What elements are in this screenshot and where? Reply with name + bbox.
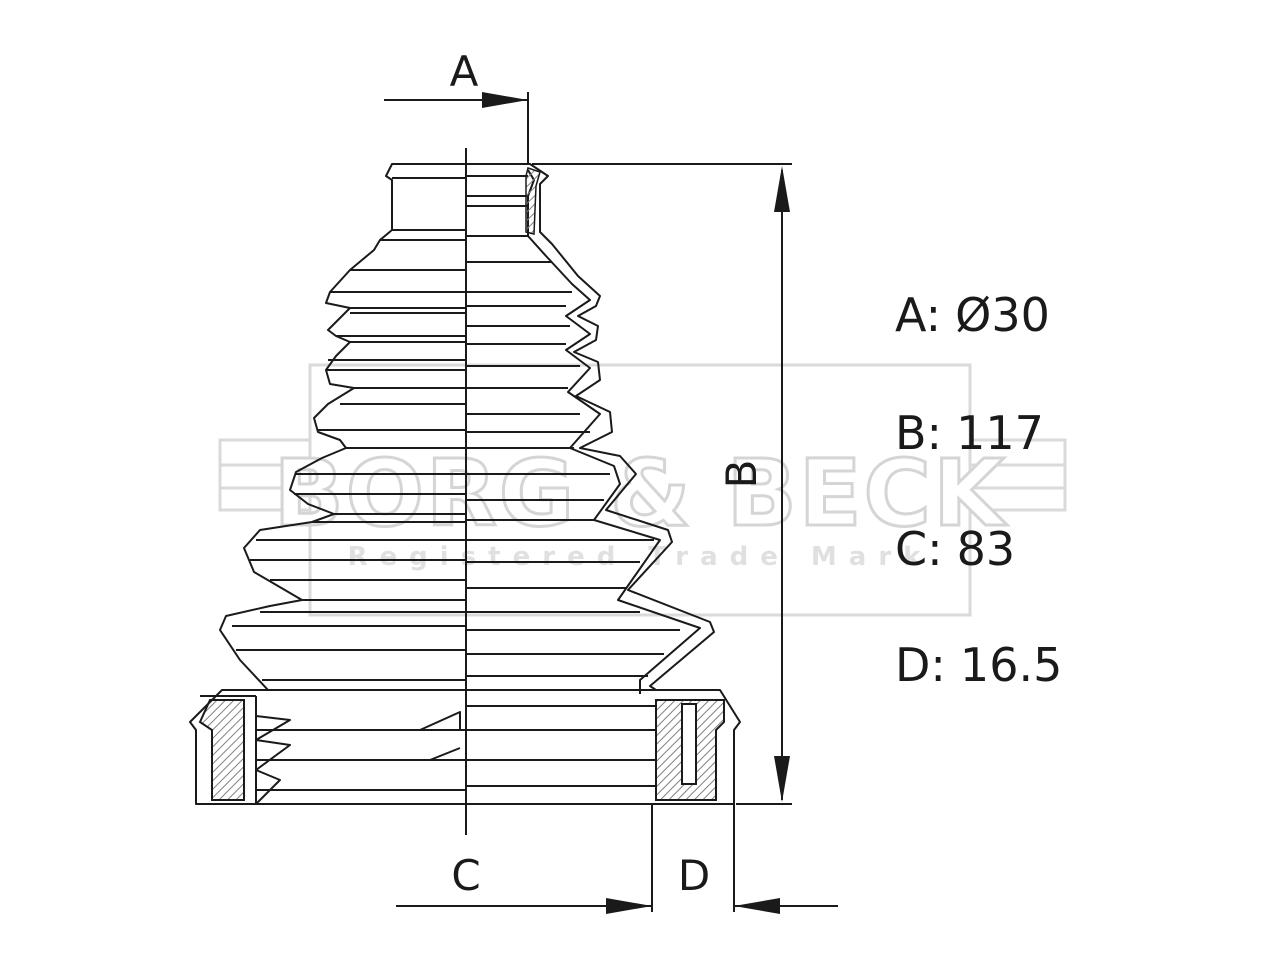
clamp-slot [681, 703, 697, 785]
neck-section [525, 167, 541, 235]
clamp-section-left [198, 699, 245, 801]
watermark-right-bar [968, 438, 1067, 512]
boot-outer-profile [189, 163, 466, 805]
spec-value-c: 83 [956, 522, 1016, 576]
clamp-ribs [255, 715, 291, 805]
watermark: BORG & BECK Registered Trade Mark [218, 363, 1067, 617]
spec-row-b: B:117 [895, 410, 1044, 456]
dimension-label-a: A [450, 47, 479, 96]
dimension-label-b: B [717, 460, 766, 489]
spec-key-b: B: [895, 406, 943, 460]
spec-key-c: C: [895, 522, 943, 576]
spec-key-d: D: [895, 638, 946, 692]
boot-wall-inner [527, 169, 701, 694]
boot-section-half [466, 163, 741, 805]
spec-value-b: 117 [956, 406, 1044, 460]
spec-row-a: A:Ø30 [895, 292, 1050, 338]
spec-row-d: D:16.5 [895, 642, 1062, 688]
spec-value-d: 16.5 [959, 638, 1063, 692]
dimension-label-d: D [678, 851, 710, 900]
boot-wall-outer [466, 163, 741, 805]
dimension-a [384, 92, 529, 164]
spec-row-c: C:83 [895, 526, 1015, 572]
boot-outer-half [189, 163, 466, 805]
spec-value-a: Ø30 [955, 288, 1050, 342]
dimension-label-c: C [451, 851, 480, 900]
spec-key-a: A: [895, 288, 942, 342]
dimension-d [733, 804, 838, 914]
dimension-b [532, 163, 792, 805]
watermark-tagline: Registered Trade Mark [348, 542, 933, 572]
dimension-c [396, 804, 653, 914]
